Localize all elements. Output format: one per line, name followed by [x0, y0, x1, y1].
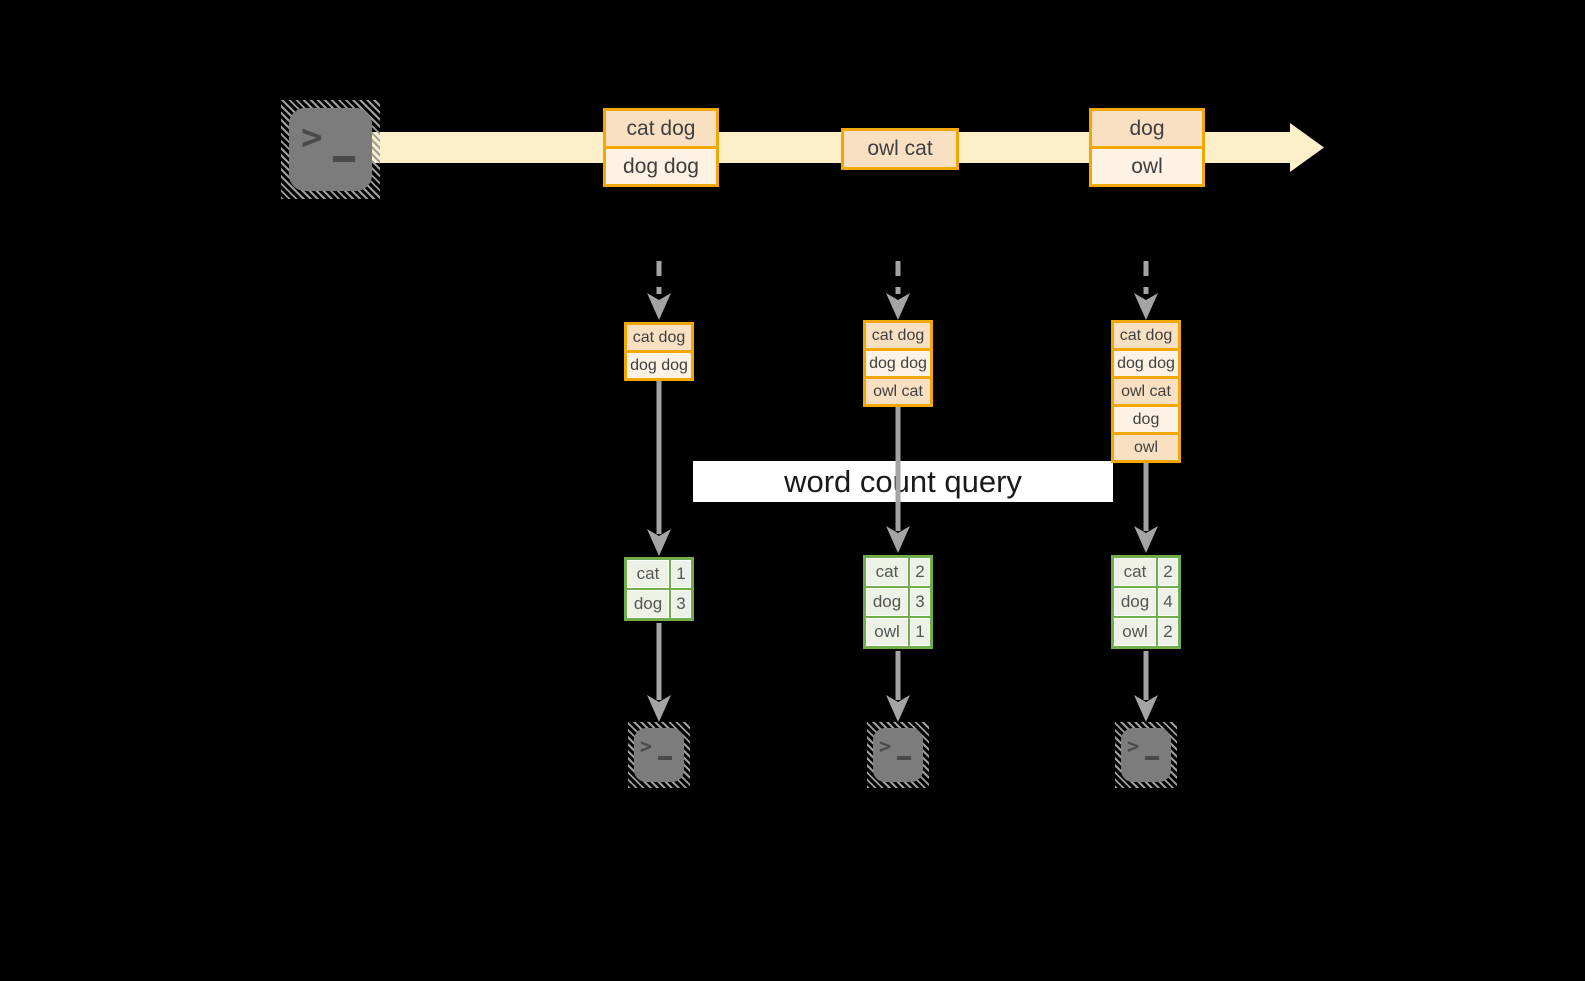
table-word-cell: owl	[866, 618, 908, 646]
table-count-cell: 3	[910, 588, 930, 616]
sink-terminal-icon-1: >	[628, 722, 690, 788]
stack-record: cat dog	[1111, 320, 1181, 351]
snapshot-stack-2: cat dog dog dog owl cat	[863, 320, 933, 407]
stream-source-terminal-icon: >	[281, 100, 380, 199]
stream-record: owl cat	[841, 128, 959, 170]
terminal-body	[289, 108, 372, 191]
terminal-cursor-icon	[658, 756, 672, 760]
stack-record: dog dog	[863, 348, 933, 379]
terminal-prompt-icon: >	[640, 734, 653, 758]
terminal-body	[1121, 728, 1171, 782]
sink-terminal-icon-2: >	[867, 722, 929, 788]
terminal-prompt-icon: >	[879, 734, 892, 758]
stack-record: owl cat	[1111, 376, 1181, 407]
stack-record: dog dog	[624, 350, 694, 381]
stack-record: owl	[1111, 432, 1181, 463]
snapshot-stack-1: cat dog dog dog	[624, 322, 694, 381]
count-table-2: cat 2 dog 3 owl 1	[863, 555, 933, 649]
stream-batch-1: cat dog dog dog	[603, 108, 719, 187]
table-word-cell: dog	[627, 590, 669, 618]
stack-record: owl cat	[863, 376, 933, 407]
table-word-cell: cat	[866, 558, 908, 586]
count-table-1: cat 1 dog 3	[624, 557, 694, 621]
terminal-prompt-icon: >	[1127, 734, 1140, 758]
table-word-cell: cat	[1114, 558, 1156, 586]
terminal-cursor-icon	[1145, 756, 1159, 760]
table-count-cell: 3	[671, 590, 691, 618]
table-word-cell: dog	[1114, 588, 1156, 616]
stream-record: dog dog	[603, 146, 719, 187]
stack-record: dog dog	[1111, 348, 1181, 379]
table-count-cell: 2	[1158, 558, 1178, 586]
stack-record: dog	[1111, 404, 1181, 435]
stack-record: cat dog	[624, 322, 694, 353]
word-count-query-label: word count query	[693, 461, 1113, 502]
table-word-cell: cat	[627, 560, 669, 588]
stream-batch-3: dog owl	[1089, 108, 1205, 187]
stream-record: cat dog	[603, 108, 719, 149]
snapshot-stack-3: cat dog dog dog owl cat dog owl	[1111, 320, 1181, 463]
table-count-cell: 2	[910, 558, 930, 586]
stream-record: dog	[1089, 108, 1205, 149]
sink-terminal-icon-3: >	[1115, 722, 1177, 788]
terminal-cursor-icon	[333, 156, 355, 162]
terminal-prompt-icon: >	[301, 117, 323, 158]
table-count-cell: 4	[1158, 588, 1178, 616]
terminal-body	[873, 728, 923, 782]
table-count-cell: 1	[910, 618, 930, 646]
table-count-cell: 2	[1158, 618, 1178, 646]
stream-record: owl	[1089, 146, 1205, 187]
table-word-cell: owl	[1114, 618, 1156, 646]
terminal-body	[634, 728, 684, 782]
table-word-cell: dog	[866, 588, 908, 616]
terminal-cursor-icon	[897, 756, 911, 760]
table-count-cell: 1	[671, 560, 691, 588]
stack-record: cat dog	[863, 320, 933, 351]
stream-batch-2: owl cat	[841, 128, 959, 170]
count-table-3: cat 2 dog 4 owl 2	[1111, 555, 1181, 649]
